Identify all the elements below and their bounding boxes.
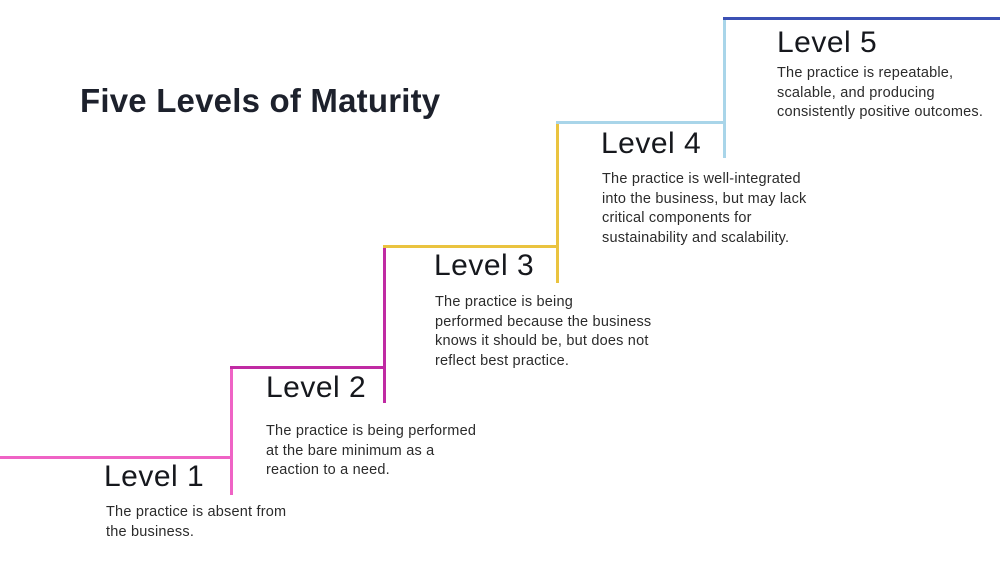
step-line-level4-horizontal	[556, 121, 726, 124]
step-line-level1-horizontal	[0, 456, 233, 459]
level4-description: The practice is well-integrated into the…	[602, 171, 807, 246]
level2-heading: Level 2	[266, 371, 367, 404]
step-line-level1-vertical	[230, 366, 233, 495]
step-line-level2-horizontal	[230, 366, 386, 369]
step-line-level4-vertical	[723, 19, 726, 158]
step-line-level3-horizontal	[383, 245, 559, 248]
level1-description: The practice is absent from the business…	[106, 504, 287, 540]
level3-description: The practice is being performed because …	[435, 294, 652, 369]
level5-description: The practice is repeatable, scalable, an…	[777, 65, 984, 120]
level3-heading: Level 3	[434, 249, 535, 282]
page-title: Five Levels of Maturity	[80, 82, 441, 120]
level1-heading: Level 1	[104, 460, 205, 493]
step-line-level3-vertical	[556, 121, 559, 283]
step-line-level5-horizontal	[723, 17, 1000, 20]
level4-heading: Level 4	[601, 127, 702, 160]
step-line-level2-vertical	[383, 245, 386, 403]
level2-description: The practice is being performed at the b…	[266, 423, 477, 478]
level5-heading: Level 5	[777, 26, 878, 59]
